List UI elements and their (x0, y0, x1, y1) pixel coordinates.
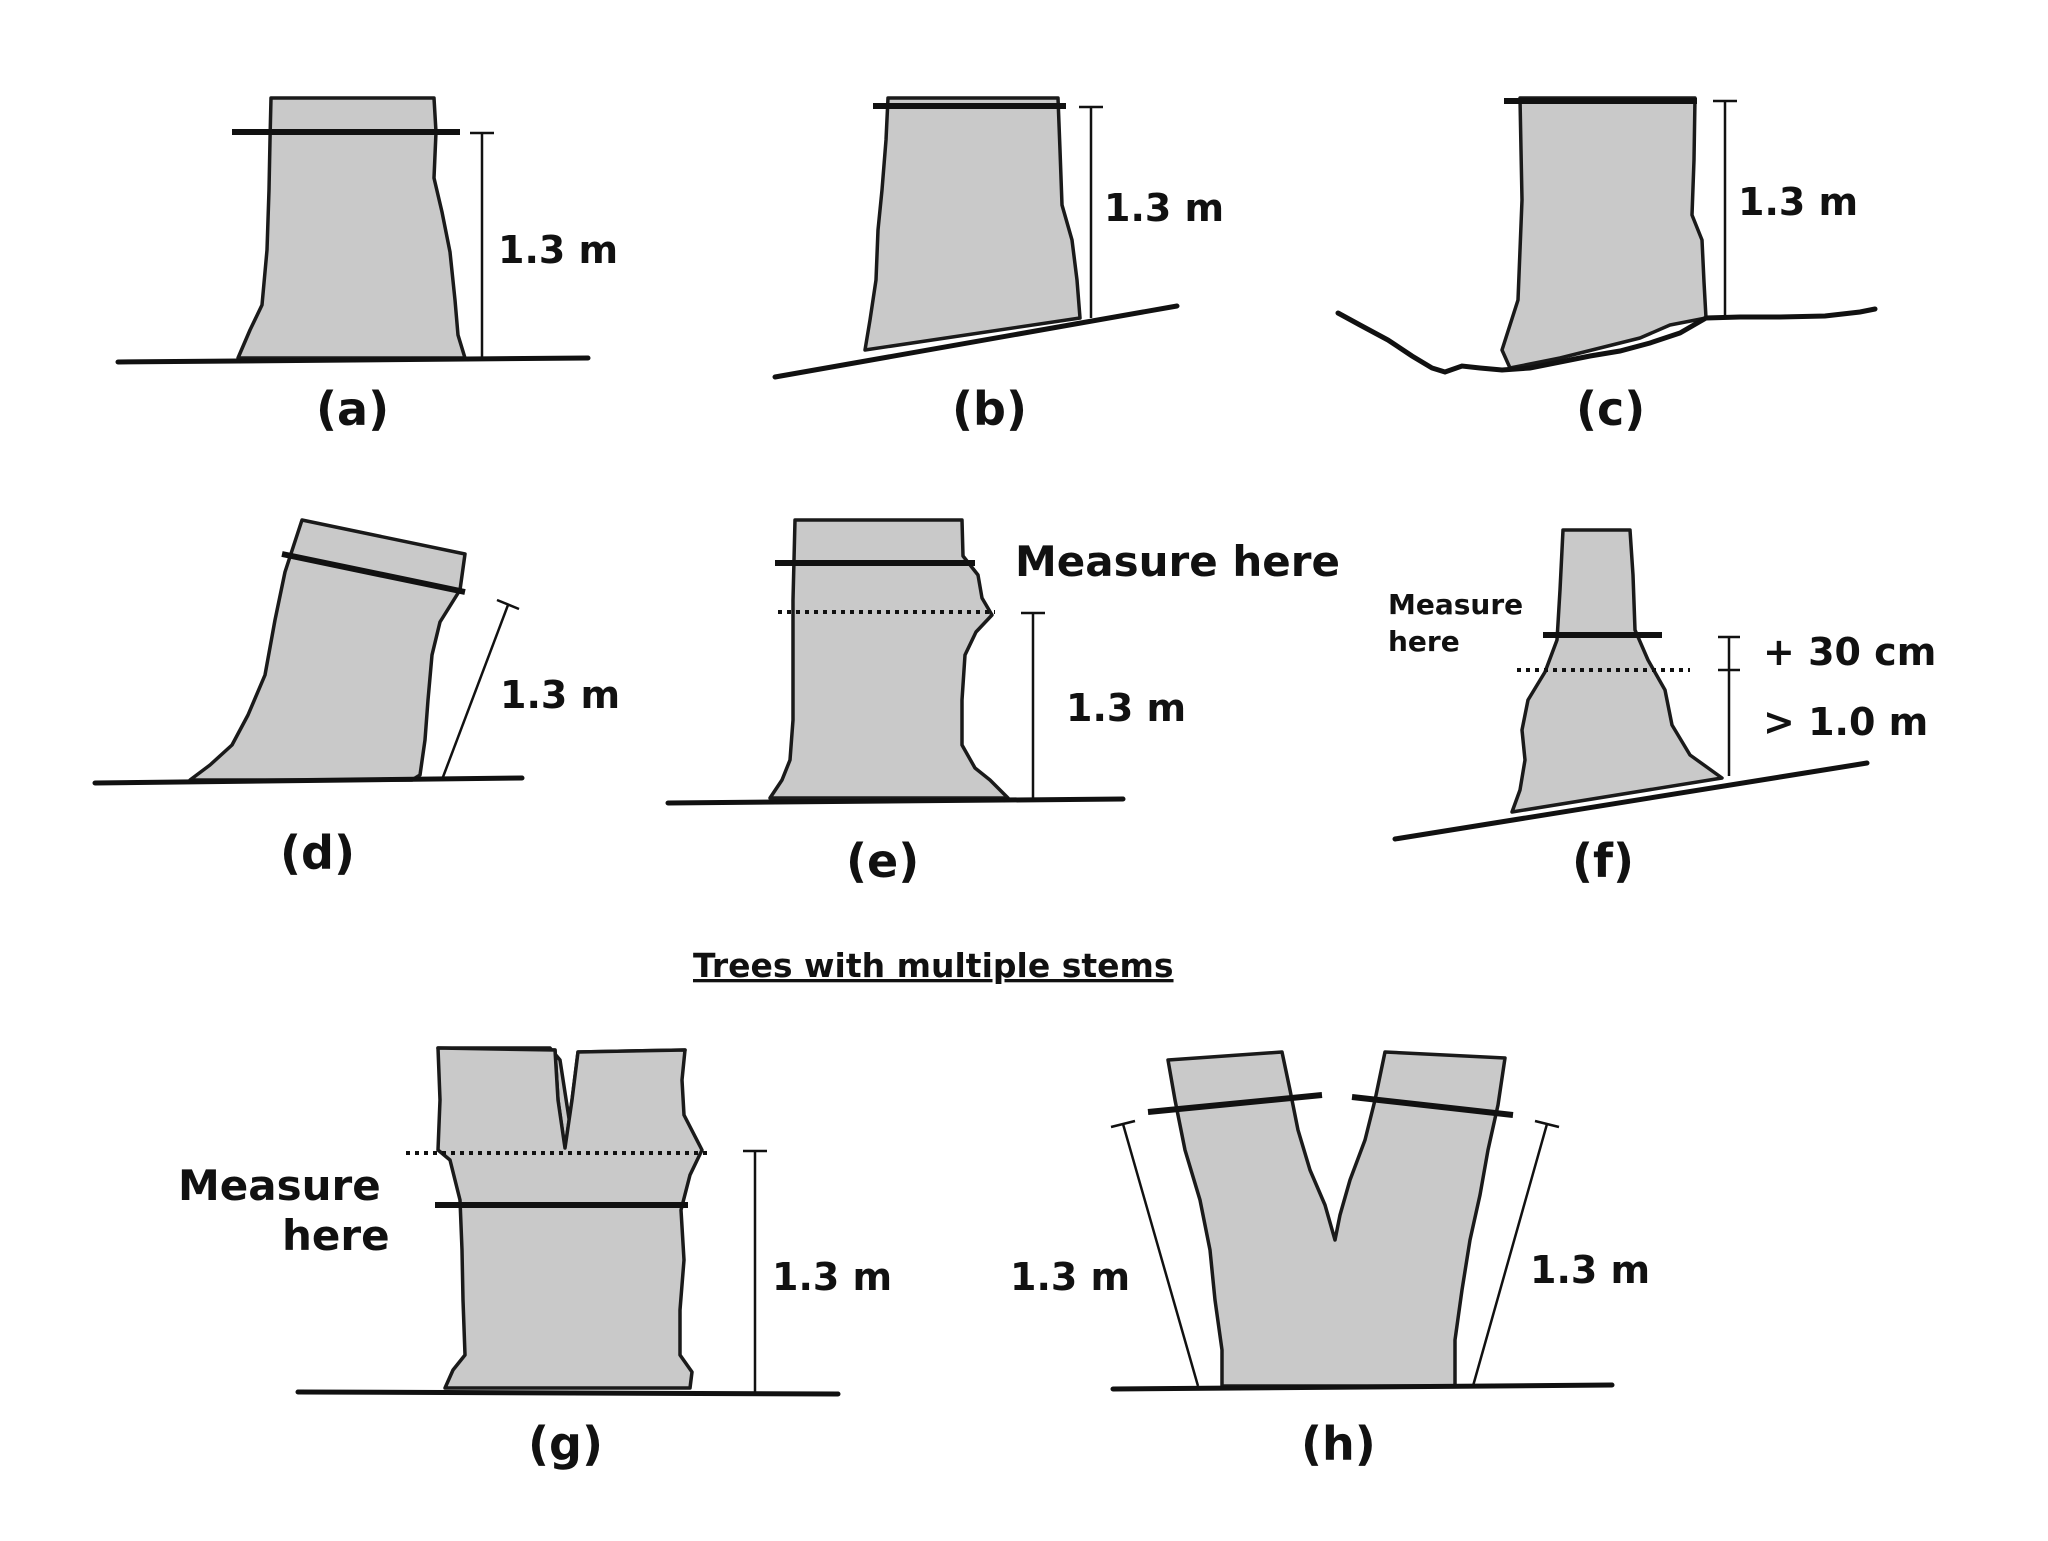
panel-b: 1.3 m (b) (772, 96, 1224, 436)
panel-g: Measure here 1.3 m (g) (178, 1046, 892, 1471)
height-dimension-a (470, 131, 494, 357)
tree-trunk-d (188, 518, 467, 782)
ground-line-h (1110, 1382, 1615, 1392)
offset-label-f: + 30 cm (1763, 630, 1936, 674)
height-label-a: 1.3 m (498, 228, 618, 272)
ground-line-g (295, 1389, 841, 1397)
panel-e: 1.3 m Measure here (e) (665, 518, 1340, 888)
measure-line-right-stem-h (1351, 1094, 1514, 1118)
offset-dimension-f (1718, 635, 1740, 776)
ground-line-a (115, 355, 591, 365)
height-dimension-d (441, 598, 520, 778)
height-label-c: 1.3 m (1738, 180, 1858, 224)
panel-label-c: (c) (1576, 382, 1645, 436)
panel-label-a: (a) (316, 382, 389, 436)
height-label-g: 1.3 m (772, 1255, 892, 1299)
panel-label-f: (f) (1572, 834, 1634, 888)
measure-line-d (281, 551, 466, 595)
tree-trunk-g-main (436, 1046, 704, 1390)
ground-line-e (665, 796, 1126, 806)
height-dimension-c (1713, 99, 1737, 316)
ground-line-d (92, 775, 525, 786)
ground-line-f (1392, 760, 1870, 842)
measure-line-left-stem-h (1147, 1092, 1323, 1115)
panel-c: 1.3 m (c) (1335, 96, 1878, 436)
ground-line-c (1335, 306, 1878, 375)
measure-note-line1-g: Measure (178, 1161, 381, 1210)
panel-label-g: (g) (528, 1417, 603, 1471)
measure-here-note-e: Measure here (1015, 537, 1340, 586)
tree-trunk-a (236, 96, 467, 360)
tree-trunk-c (1500, 96, 1708, 370)
height-label-e: 1.3 m (1066, 686, 1186, 730)
measure-note-line1-f: Measure (1388, 588, 1523, 621)
height-label-b: 1.3 m (1104, 186, 1224, 230)
height-dimension-right-h (1471, 1119, 1560, 1387)
measure-note-line2-g: here (282, 1211, 390, 1260)
panel-label-h: (h) (1301, 1417, 1376, 1471)
height-dimension-e (1021, 611, 1045, 799)
tree-trunk-h (1166, 1050, 1507, 1388)
height-dimension-left-h (1110, 1119, 1200, 1387)
height-dimension-b (1079, 105, 1103, 318)
right-height-label-h: 1.3 m (1530, 1248, 1650, 1292)
panel-label-b: (b) (952, 382, 1027, 436)
min-height-label-f: > 1.0 m (1763, 700, 1928, 744)
panel-d: 1.3 m (d) (92, 518, 620, 880)
tree-trunk-b (863, 96, 1082, 352)
panel-label-e: (e) (846, 834, 919, 888)
height-label-d: 1.3 m (500, 673, 620, 717)
ground-line-b (772, 303, 1180, 380)
panel-f: Measure here + 30 cm > 1.0 m (f) (1388, 528, 1936, 888)
multiple-stems-heading: Trees with multiple stems (693, 946, 1174, 985)
measure-note-line2-f: here (1388, 625, 1460, 658)
height-dimension-g (743, 1149, 767, 1392)
tree-trunk-e (768, 518, 1010, 800)
left-height-label-h: 1.3 m (1010, 1255, 1130, 1299)
panel-label-d: (d) (280, 826, 355, 880)
panel-a: 1.3 m (a) (115, 96, 618, 436)
panel-h: 1.3 m 1.3 m (h) (1010, 1050, 1650, 1471)
